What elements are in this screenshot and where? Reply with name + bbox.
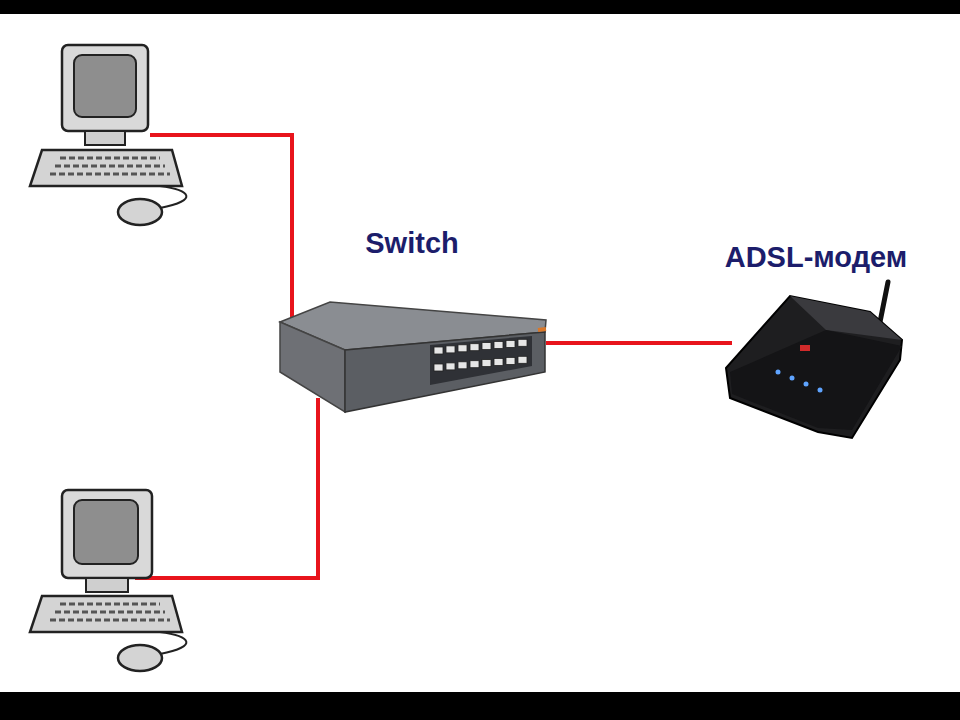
computer-cable xyxy=(135,398,318,578)
adsl-modem-device xyxy=(726,282,902,438)
network-cable xyxy=(546,341,696,345)
switch-device xyxy=(280,302,546,412)
bottom-bar xyxy=(0,692,960,720)
device-label: ADSL-модем xyxy=(702,240,930,275)
computer-icon xyxy=(30,45,186,225)
switch-node: Switch xyxy=(278,222,546,417)
modem-node: ADSL-модем xyxy=(696,236,936,443)
computer-icon xyxy=(30,490,186,671)
top-bar xyxy=(0,0,960,14)
modem-cable xyxy=(694,341,732,345)
device-label: Switch xyxy=(284,226,540,261)
